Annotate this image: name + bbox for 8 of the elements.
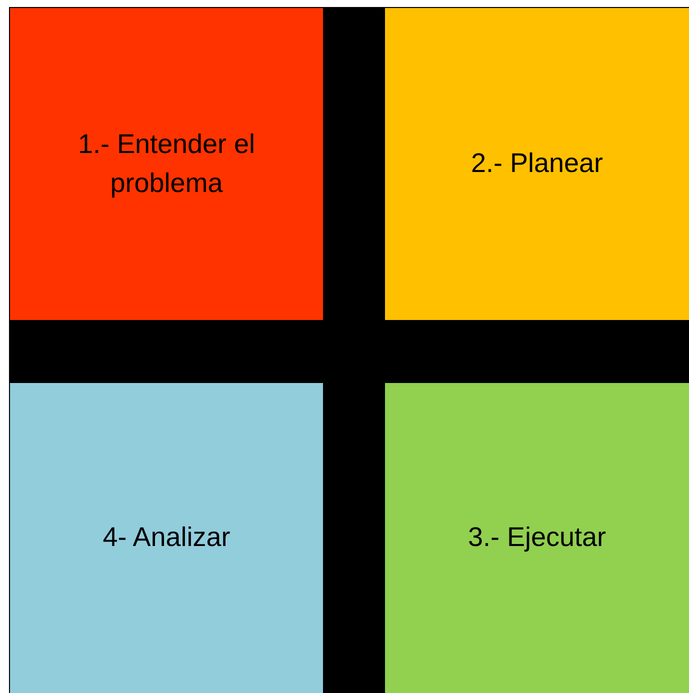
step-label: 3.- Ejecutar [468,521,606,554]
step-box [385,383,689,693]
step-box [10,383,323,693]
step-box [10,8,323,320]
step-label: 1.- Entender el problema [76,128,256,200]
step-label: 4- Analizar [102,521,230,554]
step-box [385,8,689,320]
step-label: 2.- Planear [470,147,604,180]
